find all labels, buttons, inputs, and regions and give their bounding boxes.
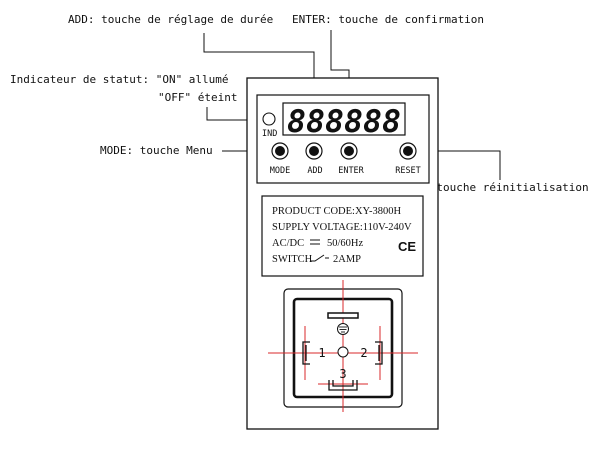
ac-dc-text: AC/DC [272,238,304,249]
pin-3-label: 3 [339,367,346,381]
pin-2-label: 2 [360,346,367,360]
enter-button-cap[interactable] [344,146,354,156]
nameplate [261,195,424,277]
mode-button-cap[interactable] [275,146,285,156]
ground-symbol-icon [337,323,349,335]
reset-callout-label: RESET: touche réinitialisation [390,181,589,194]
enter-button[interactable] [340,142,358,160]
status-leader-line [206,107,262,121]
product-code-text: PRODUCT CODE:XY-3800H [272,206,401,217]
display-digits: 888888 [287,104,401,140]
status-indicator-led [262,112,276,126]
mode-button[interactable] [271,142,289,160]
pin-1-label: 1 [318,346,325,360]
supply-voltage-text: SUPPLY VOLTAGE:110V-240V [272,222,412,233]
reset-leader-line [425,150,501,180]
frequency-text: 50/60Hz [327,238,364,249]
pin-2-contact [375,341,383,365]
mode-button-label: MODE [270,166,290,176]
add-button-cap[interactable] [309,146,319,156]
ce-mark: CE [398,239,416,254]
center-hole [337,346,349,358]
reset-button[interactable] [399,142,417,160]
enter-button-label: ENTER [338,166,364,176]
mode-callout-label: MODE: touche Menu [100,144,213,157]
add-button-label: ADD [307,166,322,176]
status-callout-label-line2: "OFF" éteint [158,91,237,104]
reset-button-label: RESET [395,166,421,176]
reset-button-cap[interactable] [403,146,413,156]
enter-callout-label: ENTER: touche de confirmation [292,13,484,26]
indicator-label: IND [262,129,277,139]
switch-symbol [310,254,329,262]
top-contact-slot [327,312,359,319]
add-callout-label: ADD: touche de réglage de durée [68,13,273,26]
status-callout-label-line1: Indicateur de statut: "ON" allumé [10,73,229,86]
add-button[interactable] [305,142,323,160]
digital-display [282,102,406,136]
pin-1-contact [302,341,310,365]
switch-text: SWITCH [272,254,313,265]
equals-symbol [310,239,320,245]
pin-3-contact [328,380,358,391]
amperage-text: 2AMP [333,254,361,265]
